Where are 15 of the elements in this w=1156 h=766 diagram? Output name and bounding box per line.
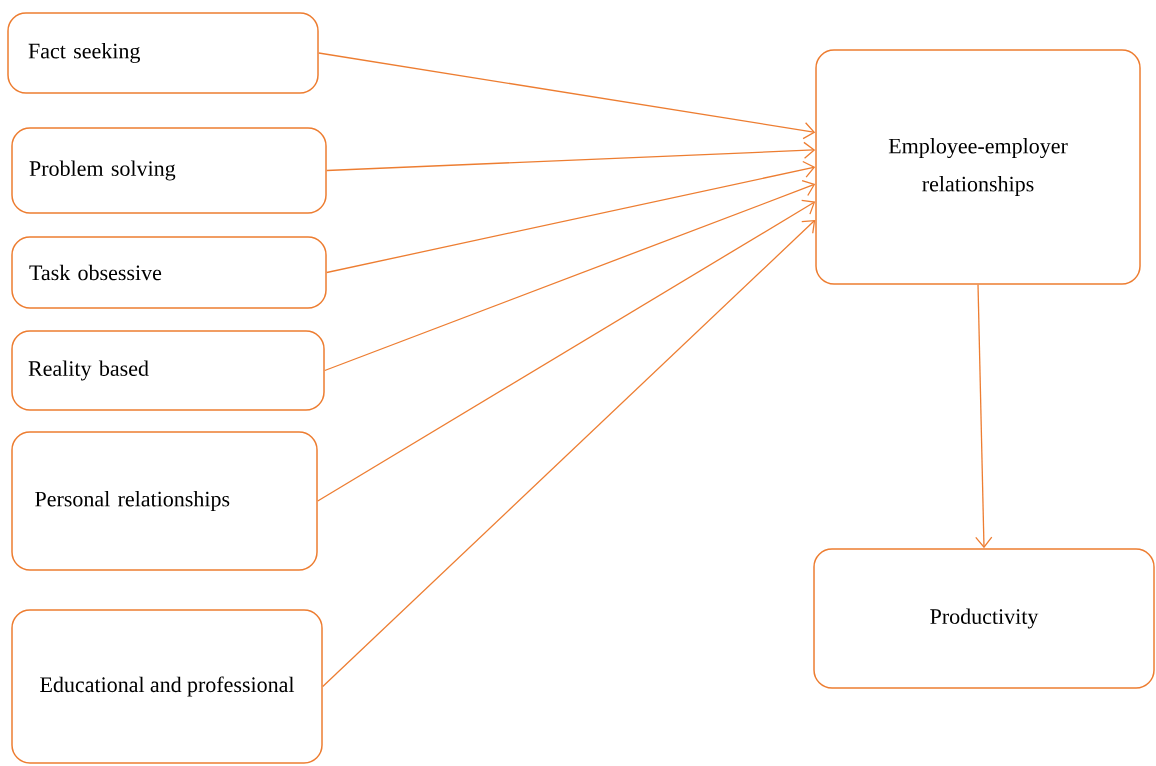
process-box: Reality based bbox=[11, 330, 325, 411]
process-box: Productivity bbox=[813, 548, 1155, 689]
arrow bbox=[317, 199, 816, 502]
process-box: Personal relationships bbox=[11, 431, 318, 571]
arrow bbox=[324, 179, 816, 372]
arrow bbox=[326, 160, 816, 274]
process-box: Fact seeking bbox=[7, 12, 319, 94]
arrow bbox=[975, 284, 993, 549]
process-box: Educational and professional bbox=[11, 609, 323, 764]
process-box: Problem solving bbox=[11, 127, 327, 214]
arrow bbox=[322, 219, 816, 688]
process-box: Task obsessive bbox=[11, 236, 327, 309]
arrow bbox=[326, 141, 816, 172]
arrow bbox=[318, 52, 816, 140]
process-box: Employee-employer relationships bbox=[815, 49, 1141, 285]
